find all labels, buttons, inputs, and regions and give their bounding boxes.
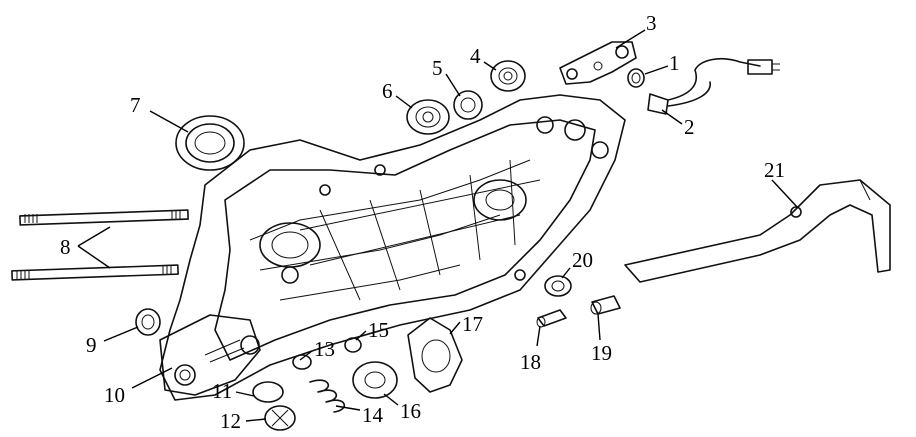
callout-11: 11 [212,379,232,403]
callout-labels: 1 2 3 4 5 6 7 8 9 10 11 12 13 14 15 16 1… [60,11,785,433]
callout-13: 13 [314,337,335,361]
spring-coil-part-14 [309,379,346,413]
callout-9: 9 [86,333,97,357]
callout-14: 14 [362,403,384,427]
bearing-part-6 [406,99,450,135]
callout-21: 21 [764,158,785,182]
callout-19: 19 [591,341,612,365]
bushing-part-1 [627,68,645,88]
bracket-part-21 [624,179,891,283]
callout-1: 1 [669,51,680,75]
callout-2: 2 [684,115,695,139]
oil-seal-part-7 [175,115,245,171]
cap-part-15 [344,337,362,353]
callout-5: 5 [432,56,443,80]
callout-18: 18 [520,350,541,374]
callout-6: 6 [382,79,393,103]
leader-lines [77,29,799,422]
sensor-part-2 [647,58,780,115]
callout-15: 15 [368,318,389,342]
seal-part-20 [544,275,572,297]
filter-screen-part-16 [352,361,398,399]
callout-8: 8 [60,235,71,259]
fitting-part-18 [536,309,567,328]
bushing-part-9 [135,308,161,336]
drain-plug-part-12 [264,405,296,431]
spring-part-13 [292,354,312,370]
callout-3: 3 [646,11,657,35]
bracket-part-3 [559,41,637,85]
callout-17: 17 [462,312,483,336]
o-ring-part-11 [252,381,284,403]
callout-10: 10 [104,383,125,407]
callout-20: 20 [572,248,593,272]
callout-12: 12 [220,409,241,433]
gasket-cover-part-17 [407,317,463,393]
bearing-part-5 [453,90,483,120]
callout-7: 7 [130,93,141,117]
callout-16: 16 [400,399,421,423]
callout-4: 4 [470,44,481,68]
bearing-part-4 [490,60,526,92]
crankcase-part [159,94,626,401]
stud-bolts-part-8 [11,209,189,281]
connector-part-19 [590,295,621,315]
